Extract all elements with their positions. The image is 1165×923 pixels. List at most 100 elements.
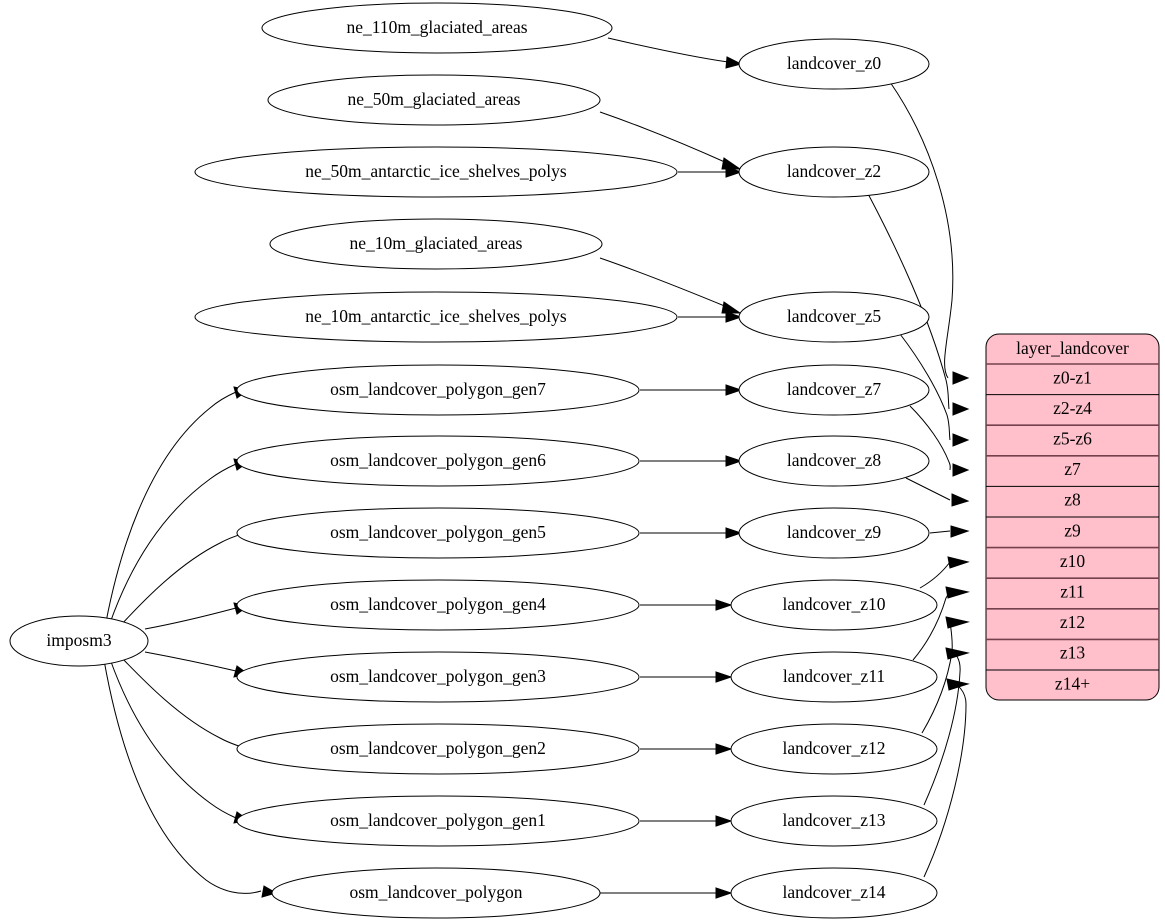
node-shape[interactable] xyxy=(271,867,601,919)
arrow-head xyxy=(945,586,970,599)
table-row-label-z8[interactable]: z8 xyxy=(1064,490,1081,510)
node-landcover_z8[interactable]: landcover_z8 xyxy=(738,435,930,487)
node-ne_10m_antarctic_ice_shelves_polys[interactable]: ne_10m_antarctic_ice_shelves_polys xyxy=(194,291,678,343)
node-shape[interactable] xyxy=(730,723,938,775)
arrow-head xyxy=(946,678,970,691)
edge-z5-to-row2 xyxy=(899,333,951,441)
node-shape[interactable] xyxy=(730,651,938,703)
table-row-label-z0-z1[interactable]: z0-z1 xyxy=(1053,367,1092,387)
arrow-head xyxy=(951,493,970,507)
landcover-node-group: landcover_z0 landcover_z2 landcover_z5 l… xyxy=(730,38,938,919)
table-row-label-z14plus[interactable]: z14+ xyxy=(1055,673,1090,693)
node-landcover_z9[interactable]: landcover_z9 xyxy=(738,507,930,559)
node-shape[interactable] xyxy=(730,867,938,919)
node-shape[interactable] xyxy=(236,651,640,703)
table-row-label-z12[interactable]: z12 xyxy=(1060,612,1085,632)
arrow-head xyxy=(725,311,743,323)
edge-imposm3-to-gen3 xyxy=(144,651,237,672)
node-label: ne_50m_antarctic_ice_shelves_polys xyxy=(305,161,567,181)
node-landcover_z10[interactable]: landcover_z10 xyxy=(730,579,938,631)
arrow-head xyxy=(952,433,970,447)
node-label: osm_landcover_polygon_gen6 xyxy=(330,450,546,470)
node-ne_50m_glaciated_areas[interactable]: ne_50m_glaciated_areas xyxy=(267,74,601,126)
node-landcover_z12[interactable]: landcover_z12 xyxy=(730,723,938,775)
edge-z10-to-row6 xyxy=(919,561,951,589)
node-landcover_z2[interactable]: landcover_z2 xyxy=(738,146,930,198)
edge-imposm3-to-gen6 xyxy=(109,463,237,624)
node-shape[interactable] xyxy=(236,723,640,775)
node-shape[interactable] xyxy=(269,218,603,270)
node-label: ne_10m_glaciated_areas xyxy=(350,233,523,253)
node-shape[interactable] xyxy=(236,435,640,487)
node-shape[interactable] xyxy=(194,291,678,343)
node-label: landcover_z5 xyxy=(787,306,882,326)
node-shape[interactable] xyxy=(738,38,930,90)
node-osm_landcover_polygon_gen6[interactable]: osm_landcover_polygon_gen6 xyxy=(236,435,640,487)
table-row-label-z13[interactable]: z13 xyxy=(1060,643,1086,663)
table-row-label-z10[interactable]: z10 xyxy=(1060,551,1086,571)
node-label: landcover_z0 xyxy=(787,53,882,73)
edge-z8-to-row4 xyxy=(905,477,951,501)
node-ne_10m_glaciated_areas[interactable]: ne_10m_glaciated_areas xyxy=(269,218,603,270)
node-label: osm_landcover_polygon_gen2 xyxy=(330,738,546,758)
node-label: imposm3 xyxy=(46,630,111,650)
node-shape[interactable] xyxy=(9,615,149,667)
node-shape[interactable] xyxy=(236,364,640,416)
edge-ne10mglac-to-z5 xyxy=(599,257,728,308)
node-shape[interactable] xyxy=(738,435,930,487)
arrow-head xyxy=(725,56,743,69)
arrow-head xyxy=(725,455,743,467)
node-landcover_z11[interactable]: landcover_z11 xyxy=(730,651,938,703)
table-row-label-z2-z4[interactable]: z2-z4 xyxy=(1053,398,1092,418)
table-row-label-z5-z6[interactable]: z5-z6 xyxy=(1053,429,1092,449)
node-shape[interactable] xyxy=(261,2,613,54)
node-shape[interactable] xyxy=(730,579,938,631)
arrow-head xyxy=(725,384,743,396)
arrow-head xyxy=(715,599,733,611)
node-osm_landcover_polygon[interactable]: osm_landcover_polygon xyxy=(271,867,601,919)
node-shape[interactable] xyxy=(267,74,601,126)
node-osm_landcover_polygon_gen1[interactable]: osm_landcover_polygon_gen1 xyxy=(236,795,640,847)
table-row-label-z11[interactable]: z11 xyxy=(1060,582,1085,602)
node-ne_50m_antarctic_ice_shelves_polys[interactable]: ne_50m_antarctic_ice_shelves_polys xyxy=(194,146,678,198)
osm-node-group: osm_landcover_polygon_gen7 osm_landcover… xyxy=(236,364,640,919)
edge-imposm3-to-gen7 xyxy=(105,391,237,623)
arrow-head xyxy=(715,743,733,755)
node-landcover_z0[interactable]: landcover_z0 xyxy=(738,38,930,90)
node-shape[interactable] xyxy=(738,291,930,343)
table-header-label: layer_landcover xyxy=(1016,338,1129,358)
node-osm_landcover_polygon_gen2[interactable]: osm_landcover_polygon_gen2 xyxy=(236,723,640,775)
node-osm_landcover_polygon_gen4[interactable]: osm_landcover_polygon_gen4 xyxy=(236,579,640,631)
node-shape[interactable] xyxy=(236,795,640,847)
layer-landcover-table[interactable]: layer_landcover z0-z1 z2-z4 z5-z6 z7 z8 … xyxy=(985,333,1160,701)
edge-z9-to-row5 xyxy=(929,530,951,534)
node-shape[interactable] xyxy=(738,507,930,559)
node-landcover_z14[interactable]: landcover_z14 xyxy=(730,867,938,919)
node-label: ne_10m_antarctic_ice_shelves_polys xyxy=(305,306,567,326)
node-osm_landcover_polygon_gen5[interactable]: osm_landcover_polygon_gen5 xyxy=(236,507,640,559)
node-shape[interactable] xyxy=(738,146,930,198)
node-shape[interactable] xyxy=(738,364,930,416)
node-osm_landcover_polygon_gen3[interactable]: osm_landcover_polygon_gen3 xyxy=(236,651,640,703)
edge-z7-to-row3 xyxy=(909,405,951,471)
node-imposm3[interactable]: imposm3 xyxy=(9,615,149,667)
node-label: landcover_z13 xyxy=(782,810,885,830)
natural-earth-node-group: ne_110m_glaciated_areas ne_50m_glaciated… xyxy=(194,2,678,343)
node-shape[interactable] xyxy=(236,579,640,631)
node-label: ne_50m_glaciated_areas xyxy=(348,89,521,109)
node-label: osm_landcover_polygon_gen3 xyxy=(330,666,546,686)
edge-ne110m-to-z0 xyxy=(607,37,729,63)
node-landcover_z13[interactable]: landcover_z13 xyxy=(730,795,938,847)
node-label: landcover_z14 xyxy=(782,882,885,902)
node-shape[interactable] xyxy=(730,795,938,847)
table-row-label-z7[interactable]: z7 xyxy=(1064,459,1081,479)
node-osm_landcover_polygon_gen7[interactable]: osm_landcover_polygon_gen7 xyxy=(236,364,640,416)
table-row-label-z9[interactable]: z9 xyxy=(1064,520,1081,540)
arrow-head xyxy=(947,556,970,569)
node-label: osm_landcover_polygon_gen7 xyxy=(330,379,546,399)
node-landcover_z7[interactable]: landcover_z7 xyxy=(738,364,930,416)
node-shape[interactable] xyxy=(236,507,640,559)
node-landcover_z5[interactable]: landcover_z5 xyxy=(738,291,930,343)
node-shape[interactable] xyxy=(194,146,678,198)
node-ne_110m_glaciated_areas[interactable]: ne_110m_glaciated_areas xyxy=(261,2,613,54)
